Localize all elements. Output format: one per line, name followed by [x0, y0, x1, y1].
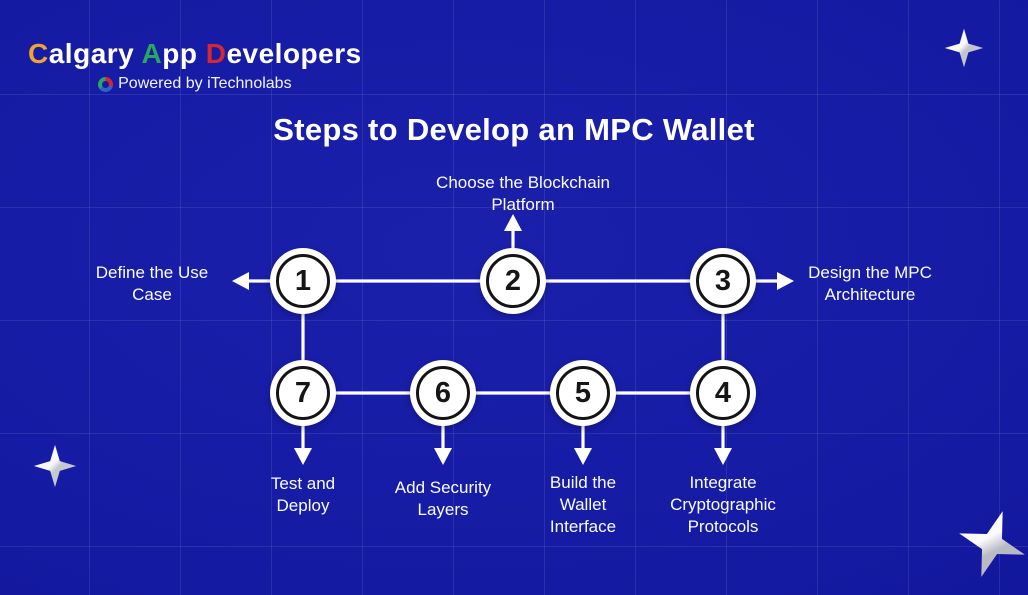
step-number-3: 3 — [714, 264, 732, 297]
step-label-4: Integrate Cryptographic Protocols — [670, 473, 776, 536]
step-label-7: Test and Deploy — [270, 474, 336, 515]
step-node-6: 6 — [410, 360, 476, 426]
step-label-6: Add Security Layers — [394, 478, 492, 519]
step-label-1: Define the Use Case — [95, 263, 209, 304]
sparkle-icon — [944, 28, 984, 68]
step-label-5: Build the Wallet Interface — [549, 473, 617, 536]
itechnolabs-ring-icon — [98, 76, 114, 92]
step-label-3: Design the MPC Architecture — [808, 263, 932, 304]
arrow-down-icon-7 — [294, 448, 312, 465]
step-node-1: 1 — [270, 248, 336, 314]
arrow-down-icon-4 — [714, 448, 732, 465]
step-node-4: 4 — [690, 360, 756, 426]
arrow-down-icon-6 — [434, 448, 452, 465]
sparkle-icon — [33, 444, 77, 488]
arrow-left-icon — [232, 272, 249, 290]
arrow-up-icon — [504, 214, 522, 231]
logo-letter-a: A — [141, 38, 163, 69]
step-number-2: 2 — [504, 264, 522, 297]
step-label-2: Choose the Blockchain Platform — [436, 173, 610, 214]
powered-by-tagline: Powered by iTechnolabs — [28, 75, 362, 93]
step-number-4: 4 — [714, 376, 732, 409]
step-node-3: 3 — [690, 248, 756, 314]
arrow-down-icon-5 — [574, 448, 592, 465]
brand-logo-text: Calgary App Developers — [28, 38, 362, 69]
step-number-7: 7 — [294, 376, 312, 409]
step-node-7: 7 — [270, 360, 336, 426]
step-number-5: 5 — [574, 376, 592, 409]
tagline-text: Powered by iTechnolabs — [118, 75, 292, 92]
step-number-1: 1 — [294, 264, 312, 297]
page-title: Steps to Develop an MPC Wallet — [273, 112, 755, 147]
logo-letter-c: C — [28, 38, 49, 69]
logo-letter-d: D — [205, 38, 227, 69]
step-node-2: 2 — [480, 248, 546, 314]
step-number-6: 6 — [434, 376, 452, 409]
brand-logo: Calgary App Developers Powered by iTechn… — [28, 40, 362, 93]
sparkle-icon — [959, 511, 1025, 577]
step-node-5: 5 — [550, 360, 616, 426]
